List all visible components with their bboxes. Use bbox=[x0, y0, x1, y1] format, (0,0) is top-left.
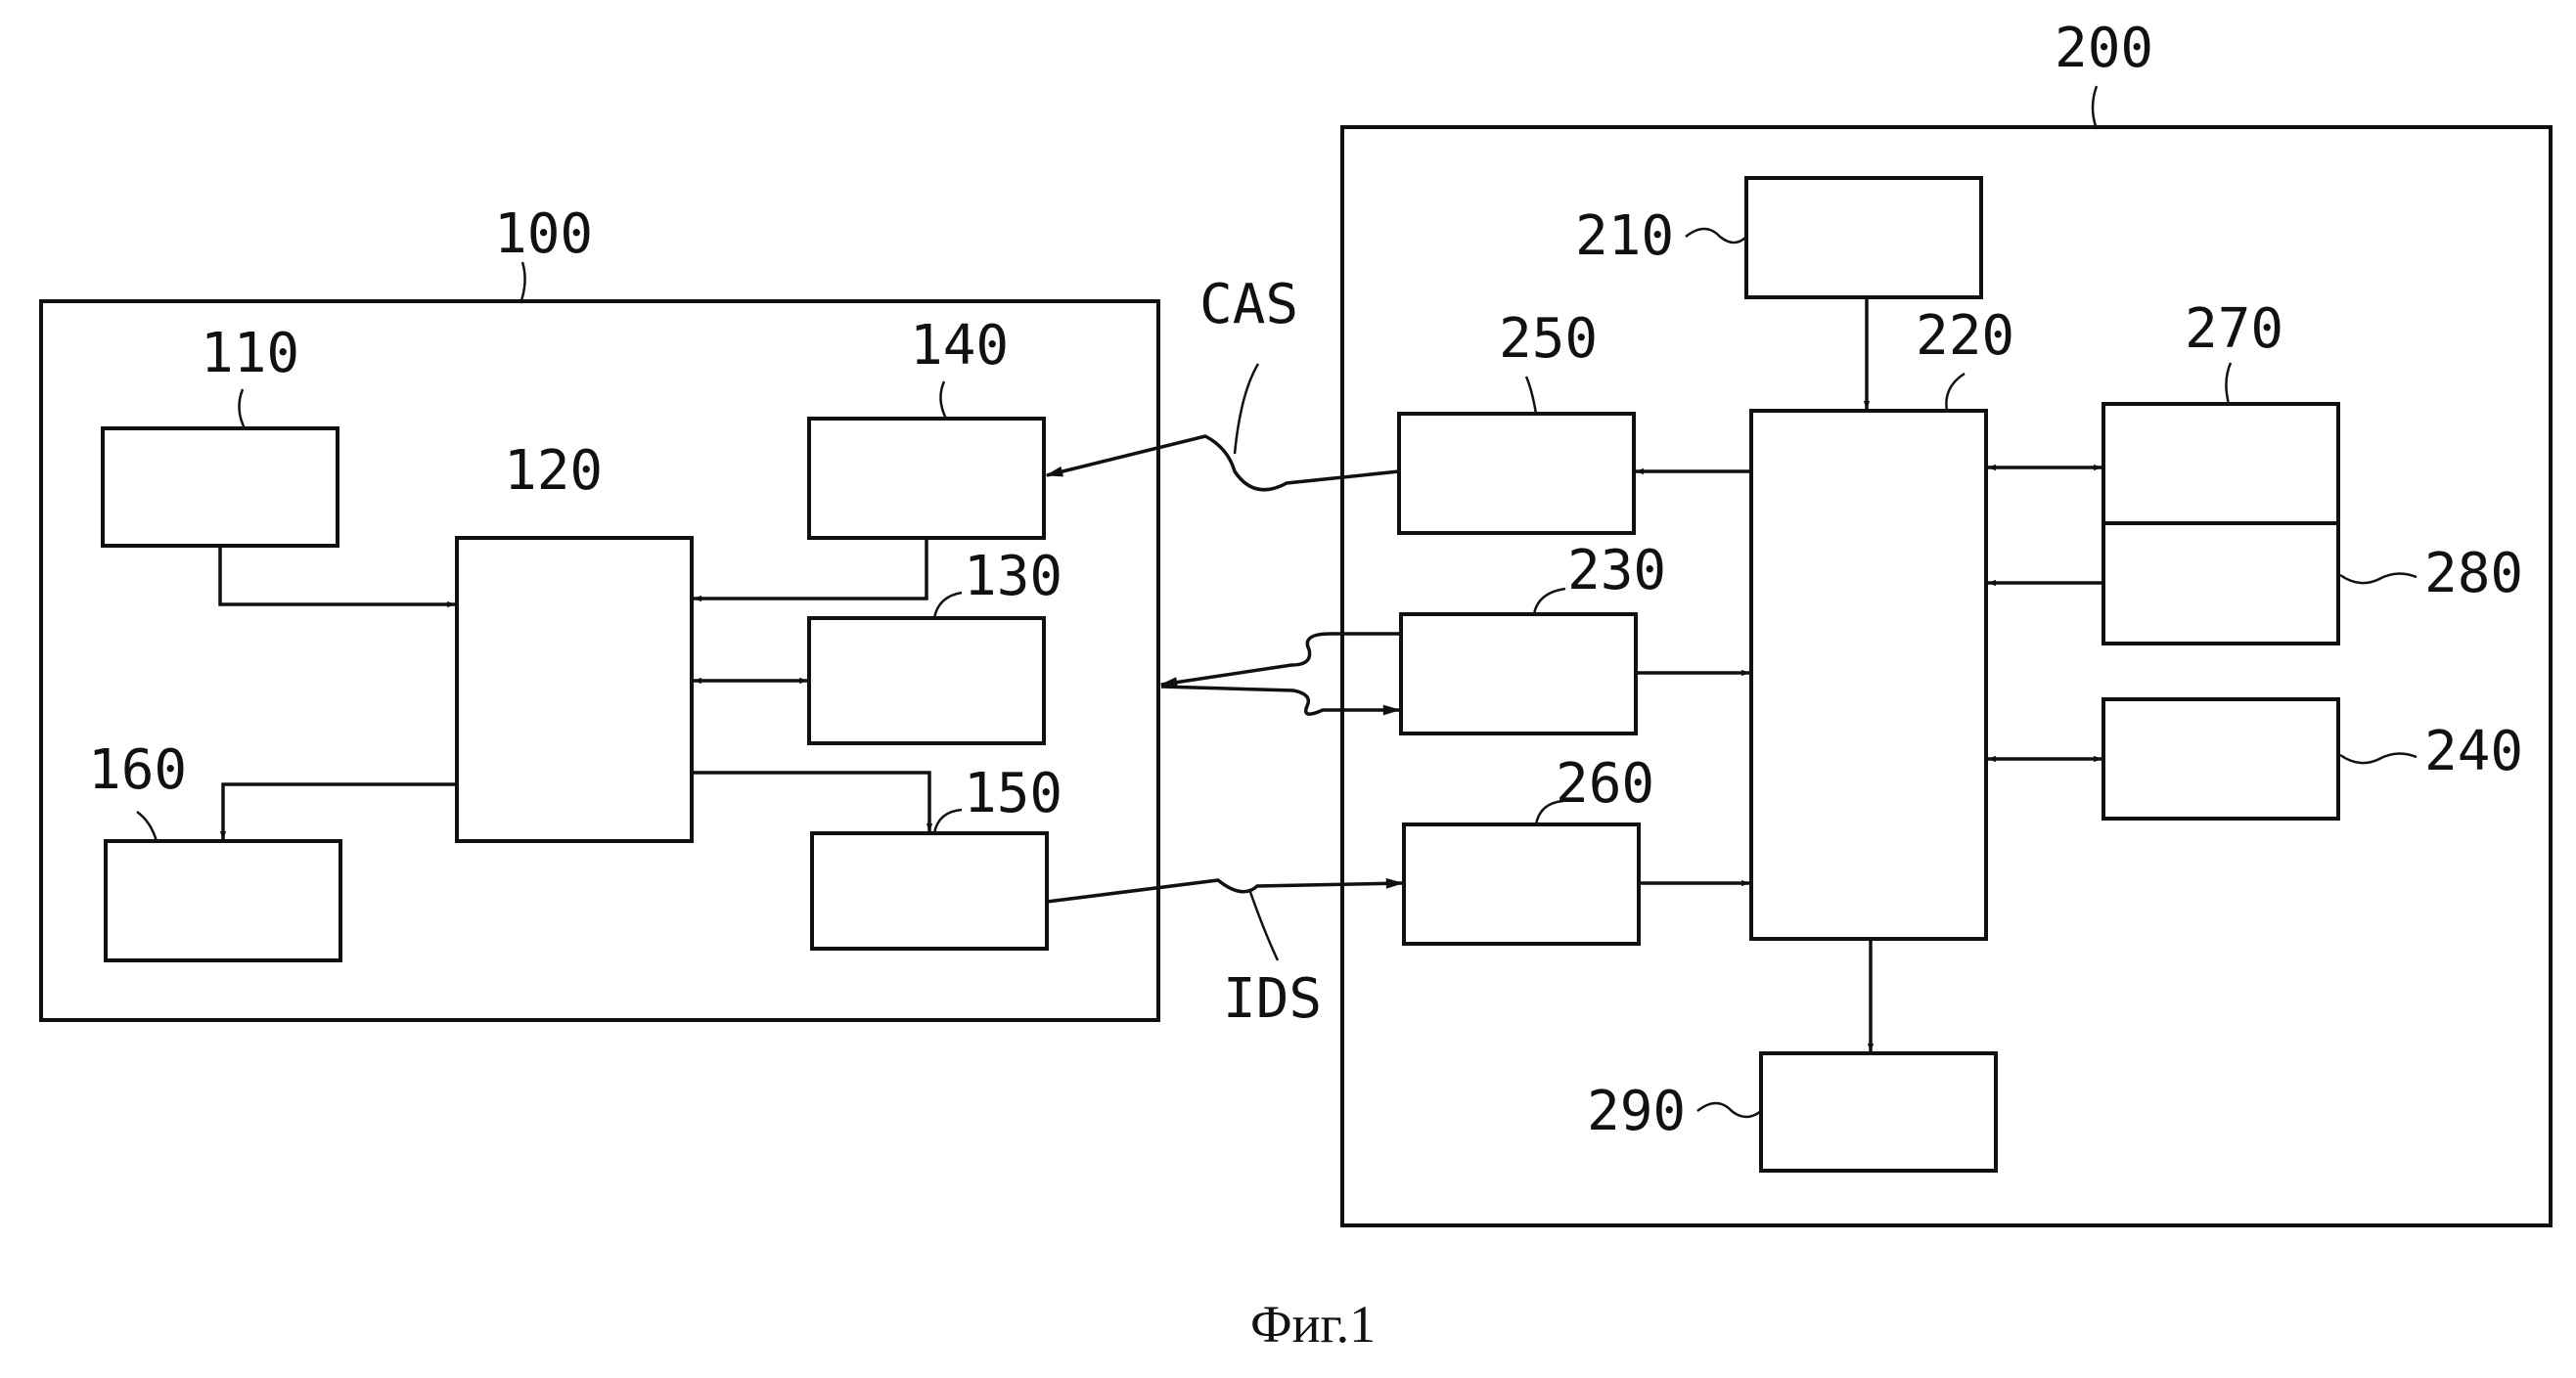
block-260 bbox=[1404, 824, 1639, 944]
link-120-to-150 bbox=[692, 773, 929, 831]
block-290 bbox=[1761, 1053, 1996, 1171]
block-160 bbox=[106, 841, 340, 960]
figure-caption: Фиг.1 bbox=[1250, 1295, 1376, 1354]
block-230-label: 230 bbox=[1567, 539, 1666, 602]
cas-link-250-to-140 bbox=[1047, 436, 1399, 490]
link-230-to-100-return bbox=[1161, 634, 1401, 685]
cas-signal-label: CAS bbox=[1199, 273, 1298, 336]
block-290-label: 290 bbox=[1587, 1080, 1686, 1143]
link-100-to-230 bbox=[1161, 687, 1399, 714]
block-150-label: 150 bbox=[964, 762, 1062, 825]
block-120-label: 120 bbox=[504, 439, 603, 503]
link-110-to-120 bbox=[220, 546, 455, 604]
block-230 bbox=[1401, 614, 1636, 733]
block-280 bbox=[2103, 523, 2338, 644]
block-250-label: 250 bbox=[1499, 307, 1598, 371]
block-250 bbox=[1399, 414, 1634, 533]
block-240 bbox=[2103, 699, 2338, 819]
system-100-label: 100 bbox=[494, 202, 593, 266]
block-130 bbox=[809, 618, 1044, 743]
block-110-label: 110 bbox=[201, 322, 299, 385]
block-220-label: 220 bbox=[1916, 304, 2014, 368]
system-200-label: 200 bbox=[2055, 17, 2153, 80]
block-260-label: 260 bbox=[1556, 752, 1654, 816]
block-210-label: 210 bbox=[1575, 204, 1674, 268]
ids-signal-label: IDS bbox=[1223, 967, 1322, 1031]
block-150 bbox=[812, 833, 1047, 949]
link-140-to-120 bbox=[694, 538, 926, 599]
block-120 bbox=[457, 538, 692, 841]
block-270-label: 270 bbox=[2185, 297, 2283, 361]
ids-pointer bbox=[1250, 892, 1278, 960]
block-270 bbox=[2103, 404, 2338, 523]
cas-pointer bbox=[1235, 364, 1258, 454]
link-120-to-160 bbox=[223, 784, 457, 839]
block-280-label: 280 bbox=[2424, 542, 2523, 605]
block-140-label: 140 bbox=[910, 314, 1009, 378]
block-140 bbox=[809, 419, 1044, 538]
block-130-label: 130 bbox=[964, 545, 1062, 608]
block-220 bbox=[1751, 411, 1986, 939]
ids-link-150-to-260 bbox=[1047, 880, 1402, 902]
block-160-label: 160 bbox=[88, 738, 187, 802]
block-110 bbox=[103, 428, 338, 546]
block-240-label: 240 bbox=[2424, 720, 2523, 783]
block-210 bbox=[1746, 178, 1981, 297]
